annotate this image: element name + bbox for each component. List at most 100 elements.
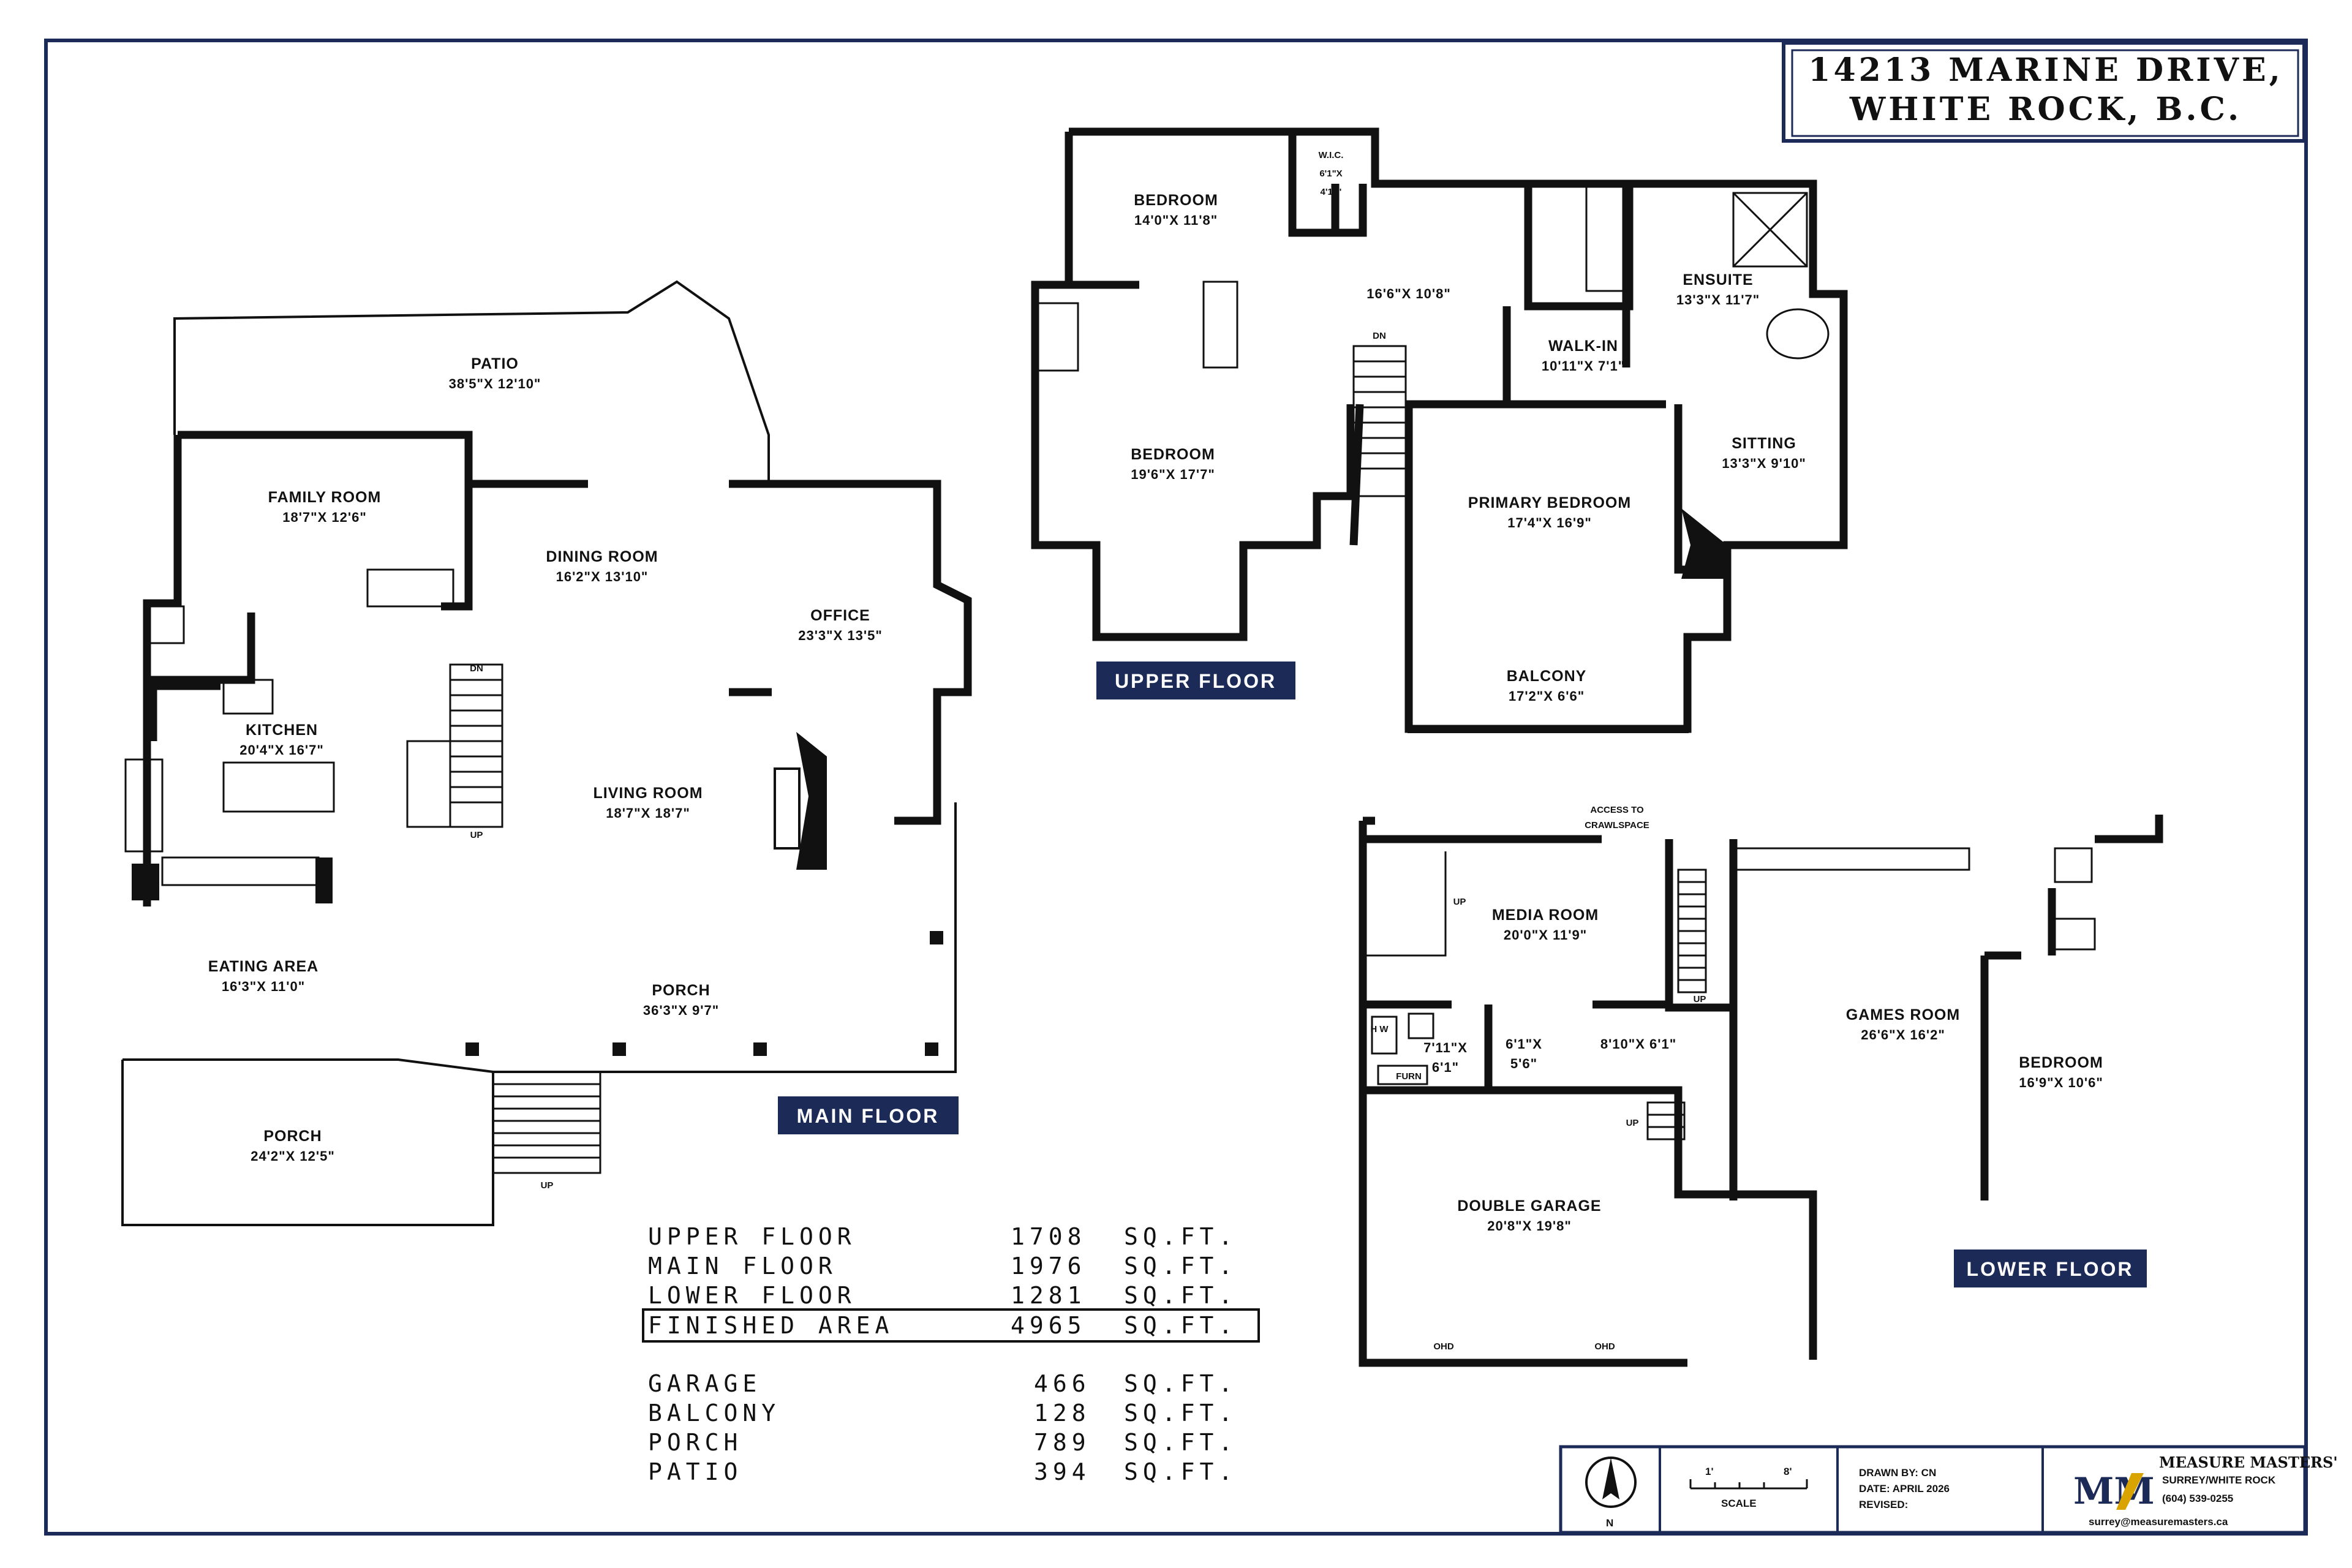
wall [143,435,182,907]
closet [366,568,454,608]
fireplace [796,732,827,870]
room-dims-eating-area: 16'3"X 11'0" [222,979,305,994]
svg-text:SQ.FT.: SQ.FT. [1124,1253,1237,1280]
lower-up-label-2: UP [1694,994,1706,1005]
room-label-office: OFFICE [810,607,870,624]
finished-area-box [642,1308,1260,1343]
room-dims-wic-2: 4'11" [1321,187,1342,197]
wall [1502,306,1666,409]
room-dims-living-room: 18'7"X 18'7" [606,805,690,821]
fireplace [1681,508,1727,579]
kitchen-range [124,758,164,853]
scale-label: SCALE [1721,1498,1757,1509]
svg-text:PORCH: PORCH [648,1429,742,1456]
wall [1359,821,1817,1360]
wall [1524,184,1634,311]
media-nook [1363,851,1447,957]
svg-text:SQ.FT.: SQ.FT. [1124,1400,1237,1427]
lower-stairs [1677,869,1707,993]
lower-vanity [2051,918,2096,951]
north-arrow-icon [1585,1457,1637,1508]
title-block: N 1' 8' SCALE DRAWN BY: CN DATE: APRIL 2… [1559,1445,2338,1534]
svg-text:UPPER FLOOR: UPPER FLOOR [648,1223,856,1250]
room-label-double-garage: DOUBLE GARAGE [1457,1197,1601,1215]
area-row: UPPER FLOOR 1708 SQ.FT. [648,1223,1237,1250]
lower-floor-plan: ACCESS TO CRAWLSPACE MEDIA ROOM 20'0"X 1… [1359,805,2163,1367]
company-location: SURREY/WHITE ROCK [2162,1474,2276,1486]
svg-text:BALCONY: BALCONY [648,1400,780,1427]
area-row: PORCH 789 SQ.FT. [648,1429,1232,1456]
furnace [1377,1065,1428,1085]
svg-text:466: 466 [1034,1370,1091,1397]
drawn-by: DRAWN BY: CN [1859,1467,1936,1479]
svg-text:PATIO: PATIO [648,1458,742,1485]
garage-steps [1646,1101,1686,1140]
area-row: GARAGE 466 SQ.FT. [648,1370,1232,1397]
room-label-games-room: GAMES ROOM [1846,1006,1960,1023]
company-phone: (604) 539-0255 [2162,1493,2233,1504]
room-label-primary-bedroom: PRIMARY BEDROOM [1468,494,1631,511]
lower-up-label-1: UP [1453,897,1466,907]
access-crawlspace-2: CRAWLSPACE [1585,820,1649,831]
room-dims-mech: 7'11"X [1423,1040,1468,1055]
porch-outline [123,802,957,1073]
svg-text:1281: 1281 [1011,1282,1087,1309]
svg-text:1708: 1708 [1011,1223,1087,1250]
room-dims-ensuite: 13'3"X 11'7" [1676,292,1760,307]
kitchen-island [222,761,335,813]
wall-block [132,864,159,900]
room-dims-lower-bedroom: 16'9"X 10'6" [2019,1075,2103,1090]
hot-water-label: H W [1370,1024,1389,1035]
room-label-bedroom-2: BEDROOM [1131,446,1215,463]
svg-text:SQ.FT.: SQ.FT. [1124,1458,1237,1485]
room-label-porch: PORCH [652,982,710,999]
room-dims-porch: 36'3"X 9'7" [643,1003,719,1018]
svg-text:394: 394 [1034,1458,1091,1485]
room-label-media-room: MEDIA ROOM [1492,907,1599,924]
room-label-living-room: LIVING ROOM [593,785,703,802]
room-label-family-room: FAMILY ROOM [268,489,382,506]
svg-text:FINISHED AREA: FINISHED AREA [648,1312,894,1339]
room-dims-storage-2: 5'6" [1510,1056,1537,1071]
svg-text:SQ.FT.: SQ.FT. [1124,1223,1237,1250]
room-label-ensuite: ENSUITE [1683,271,1753,288]
room-dims-media-room: 20'0"X 11'9" [1504,927,1587,943]
company-email: surrey@measuremasters.ca [2089,1516,2228,1528]
svg-text:4965: 4965 [1011,1312,1087,1339]
area-row: MAIN FLOOR 1976 SQ.FT. [648,1253,1237,1280]
room-dims-office: 23'3"X 13'5" [798,628,883,643]
svg-text:789: 789 [1034,1429,1091,1456]
patio-outline [173,280,770,484]
steps-up-label: UP [541,1180,554,1191]
room-dims-patio: 38'5"X 12'10" [449,376,541,391]
room-dims-storage: 6'1"X [1506,1036,1542,1052]
room-dims-games-room: 26'6"X 16'2" [1861,1027,1945,1042]
address-line-1: 14213 MARINE DRIVE, [1808,51,2283,89]
vanity [1202,281,1238,369]
lower-shower [2054,847,2093,883]
north-label: N [1606,1517,1613,1529]
room-dims-dining-room: 16'2"X 13'10" [556,569,649,584]
wall [149,682,221,741]
room-label-walk-in: WALK-IN [1548,337,1618,355]
shower [1732,192,1808,268]
wall [1359,1090,1687,1367]
main-stairs [406,663,503,828]
room-dims-wic: 6'1"X [1319,168,1342,179]
svg-text:128: 128 [1034,1400,1091,1427]
stair-dn-label: DN [470,663,483,674]
scale-bar [1689,1479,1808,1490]
ensuite-vanity [1585,186,1627,292]
room-label-sitting: SITTING [1732,435,1796,452]
wall [1404,400,1504,637]
garage-door-label-1: OHD [1433,1341,1454,1352]
scale-tick-1: 1' [1705,1466,1714,1477]
powder-toilet [146,605,185,644]
hot-water-tank [1371,1016,1398,1055]
garage-door-label-2: OHD [1594,1341,1615,1352]
wall [1288,132,1340,237]
fridge [222,679,274,715]
svg-text:SQ.FT.: SQ.FT. [1124,1312,1237,1339]
area-row-finished: FINISHED AREA 4965 SQ.FT. [648,1312,1237,1339]
